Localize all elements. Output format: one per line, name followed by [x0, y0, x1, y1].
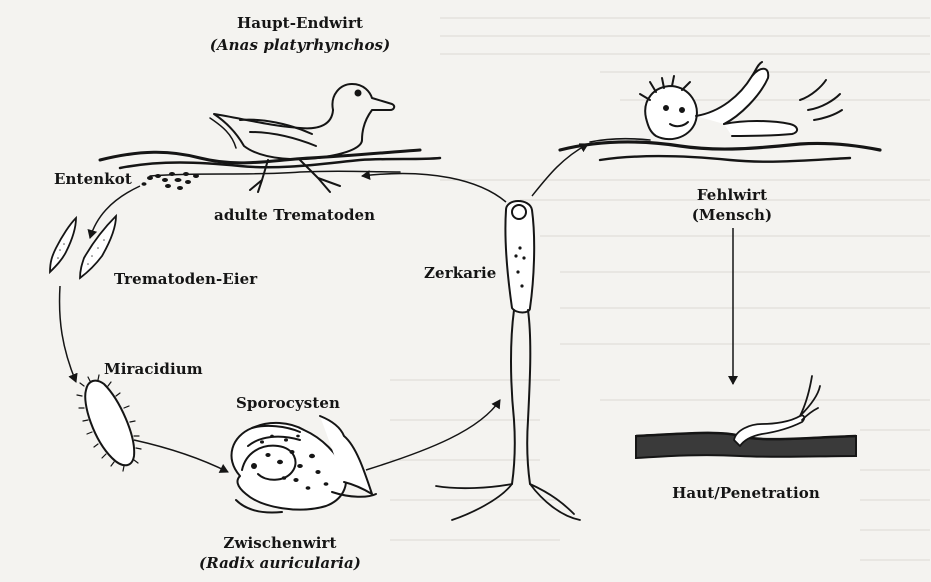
swimmer-illustration	[640, 62, 842, 139]
miracidium-illustration	[77, 375, 141, 471]
pond-water	[100, 118, 440, 176]
label-intermediate-host-species: (Radix auricularia)	[190, 554, 370, 572]
swimmer-water	[560, 139, 880, 162]
arrow-miracidium-to-snail	[134, 440, 228, 472]
label-miracidium: Miracidium	[104, 360, 203, 378]
label-sporocysts: Sporocysten	[236, 394, 340, 412]
arrow-feces-to-eggs	[90, 186, 140, 238]
arrow-cercaria-to-human	[532, 144, 588, 196]
label-intermediate-host: Zwischenwirt	[200, 534, 360, 552]
label-cercaria: Zerkarie	[424, 264, 496, 282]
label-adult-trematodes: adulte Trematoden	[214, 206, 375, 224]
label-definitive-host-species: (Anas platyrhynchos)	[200, 36, 400, 54]
cercaria-illustration	[436, 201, 580, 520]
label-accidental-host-note: (Mensch)	[672, 206, 792, 224]
trematode-eggs	[50, 216, 116, 278]
label-accidental-host: Fehlwirt	[672, 186, 792, 204]
arrow-eggs-to-miracidium	[60, 286, 76, 382]
label-definitive-host: Haupt-Endwirt	[215, 14, 385, 32]
arrow-cercaria-to-duck	[362, 174, 506, 202]
label-skin-penetration: Haut/Penetration	[646, 484, 846, 502]
penetrating-cercaria	[734, 376, 820, 446]
label-feces: Entenkot	[54, 170, 132, 188]
label-eggs: Trematoden-Eier	[114, 270, 257, 288]
